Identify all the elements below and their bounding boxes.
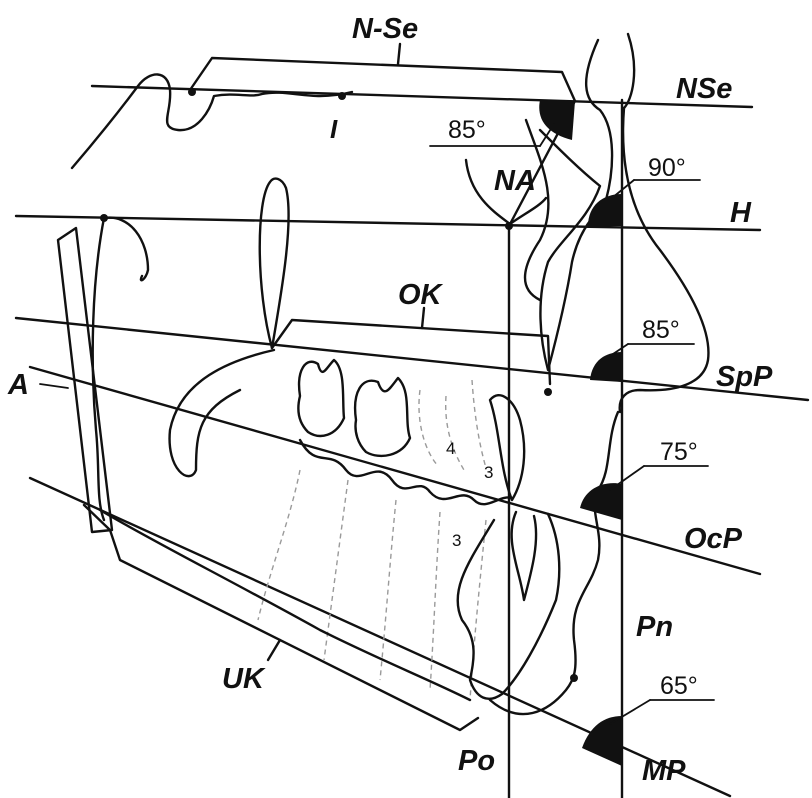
- angle-label-85-upper: 85°: [448, 116, 486, 144]
- upper-premolar-grey-2: [444, 395, 465, 471]
- h-plane-line: [14, 214, 762, 232]
- upper-molar-1: [297, 358, 346, 438]
- sella-point-dot: [188, 88, 196, 96]
- symphysis-contour: [456, 512, 561, 700]
- angle-wedge-85-upper: [539, 100, 575, 140]
- skull-base-contour: [70, 73, 354, 170]
- angle-wedge-90-h: [588, 194, 622, 226]
- a-ramus-bar: [56, 226, 114, 534]
- tooth-number-upper-3: 3: [484, 463, 493, 482]
- label-uk: UK: [222, 663, 266, 695]
- nse-bracket-tick: [396, 42, 402, 66]
- label-na: NA: [494, 165, 536, 197]
- forehead-contour-right: [622, 32, 636, 110]
- label-mp-plane: MP: [642, 755, 686, 787]
- spp-dot: [544, 388, 552, 396]
- soft-chin-dot: [570, 674, 578, 682]
- mp-plane-line: [28, 476, 732, 798]
- label-a: A: [7, 369, 29, 401]
- nasal-bone-curves: [538, 128, 614, 372]
- label-nse-bracket: N-Se: [352, 13, 418, 45]
- ramus-posterior: [91, 216, 106, 522]
- label-po: Po: [458, 745, 495, 777]
- angle-label-65: 65°: [660, 672, 698, 700]
- lower-roots-grey-3: [379, 499, 397, 681]
- leader-65: [609, 699, 651, 725]
- nse-bracket: [188, 56, 577, 103]
- upper-premolar-grey-1: [418, 389, 439, 467]
- label-nse-plane: NSe: [676, 73, 732, 105]
- leader-75: [609, 465, 645, 491]
- spp-plane-line: [14, 316, 810, 402]
- pterygoid-loop: [258, 177, 290, 350]
- label-spp-plane: SpP: [716, 361, 773, 393]
- uk-bracket: [82, 503, 480, 732]
- label-ok: OK: [398, 279, 444, 311]
- leader-85-upper-diag: [539, 123, 555, 147]
- lower-roots-grey-1: [257, 469, 301, 621]
- nasal-profile: [618, 106, 710, 414]
- angle-wedge-75-ocp: [580, 483, 622, 520]
- uk-bracket-tick: [266, 638, 282, 662]
- angle-wedge-65-mp: [582, 716, 622, 766]
- occlusal-contour: [298, 438, 514, 506]
- label-ocp-plane: OcP: [684, 523, 743, 555]
- nse-plane-line: [90, 84, 754, 109]
- tooth-number-lower-3: 3: [452, 531, 461, 550]
- lower-roots-grey-4: [429, 511, 441, 691]
- lower-incisor: [510, 510, 538, 602]
- label-pn: Pn: [636, 611, 673, 643]
- angle-label-90: 90°: [648, 154, 686, 182]
- lower-roots-grey-2: [323, 479, 349, 661]
- label-i-point: I: [330, 114, 338, 144]
- angle-wedge-85-spp: [590, 352, 622, 382]
- leader-85-spp: [609, 343, 629, 357]
- na-side-curve: [523, 118, 550, 302]
- ocp-plane-line: [28, 365, 762, 576]
- mandible-lower-border: [98, 508, 472, 702]
- angle-label-75: 75°: [660, 438, 698, 466]
- angle-label-85-spp: 85°: [642, 316, 680, 344]
- ramus-loop: [102, 216, 150, 282]
- lower-soft-tissue: [488, 410, 620, 716]
- tooth-number-upper-4: 4: [446, 439, 455, 458]
- lower-roots-grey-5: [469, 519, 487, 701]
- forehead-contour: [585, 38, 614, 202]
- i-point-dot: [338, 92, 346, 100]
- upper-incisor: [488, 394, 526, 502]
- upper-molar-2: [353, 376, 412, 458]
- upper-incisor-grey: [471, 379, 487, 469]
- maxilla-contour: [168, 348, 276, 478]
- a-label-leader: [39, 383, 69, 389]
- ok-bracket: [270, 318, 552, 386]
- leader-90: [611, 179, 635, 199]
- label-h-plane: H: [730, 197, 752, 229]
- ok-bracket-tick: [420, 306, 426, 330]
- na-vertical-dot: [505, 222, 513, 230]
